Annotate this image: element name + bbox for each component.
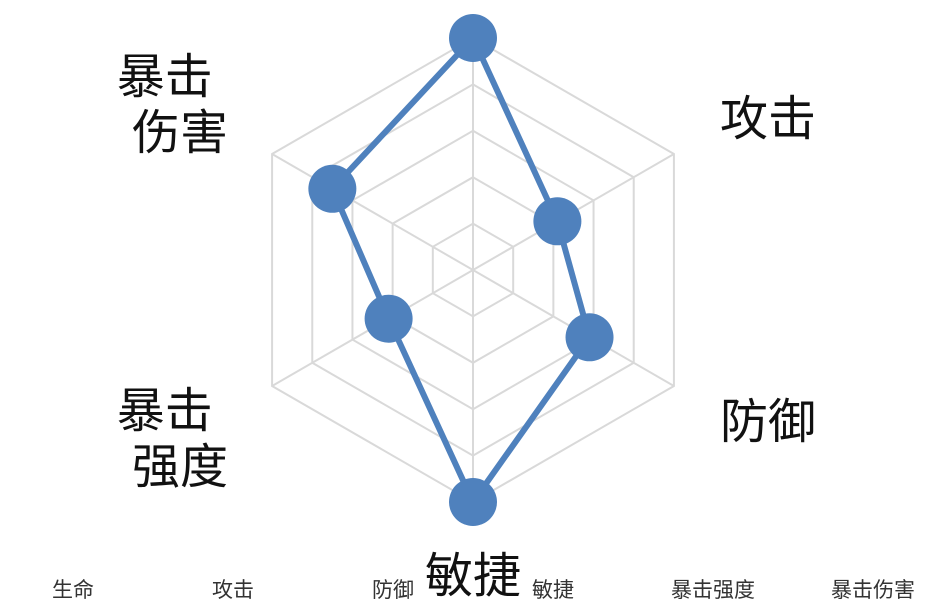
series-line-0 (329, 35, 593, 505)
category-label-crit-damage: 暴击伤害 (831, 578, 915, 602)
bottom-category-labels: 生命 攻击 防御 敏捷 暴击强度 暴击伤害 (52, 578, 915, 602)
data-point-攻击 (533, 197, 582, 246)
grid-spoke-5 (271, 153, 474, 271)
axis-label-crit-damage: 暴击 伤害 (117, 49, 228, 161)
axis-label-agility: 敏捷 (425, 548, 521, 604)
axis-label-attack: 攻击 (720, 91, 816, 147)
category-label-crit-strength: 暴击强度 (671, 578, 755, 602)
axis-label-defense: 防御 (720, 394, 816, 450)
category-label-hp: 生命 (52, 578, 94, 602)
data-point-暴击伤害 (308, 164, 357, 213)
data-point-防御 (565, 313, 614, 362)
data-point-生命 (449, 14, 497, 62)
radar-series (308, 14, 614, 526)
category-label-agility: 敏捷 (532, 578, 574, 602)
data-point-敏捷 (449, 478, 497, 526)
category-label-defense: 防御 (372, 578, 414, 602)
axis-label-crit-strength: 暴击 强度 (117, 383, 228, 495)
radar-grid (271, 36, 675, 504)
category-label-attack: 攻击 (212, 578, 254, 602)
data-point-暴击强度 (364, 294, 413, 343)
axis-labels: 攻击 防御 敏捷 暴击 强度 暴击 伤害 (117, 49, 816, 604)
